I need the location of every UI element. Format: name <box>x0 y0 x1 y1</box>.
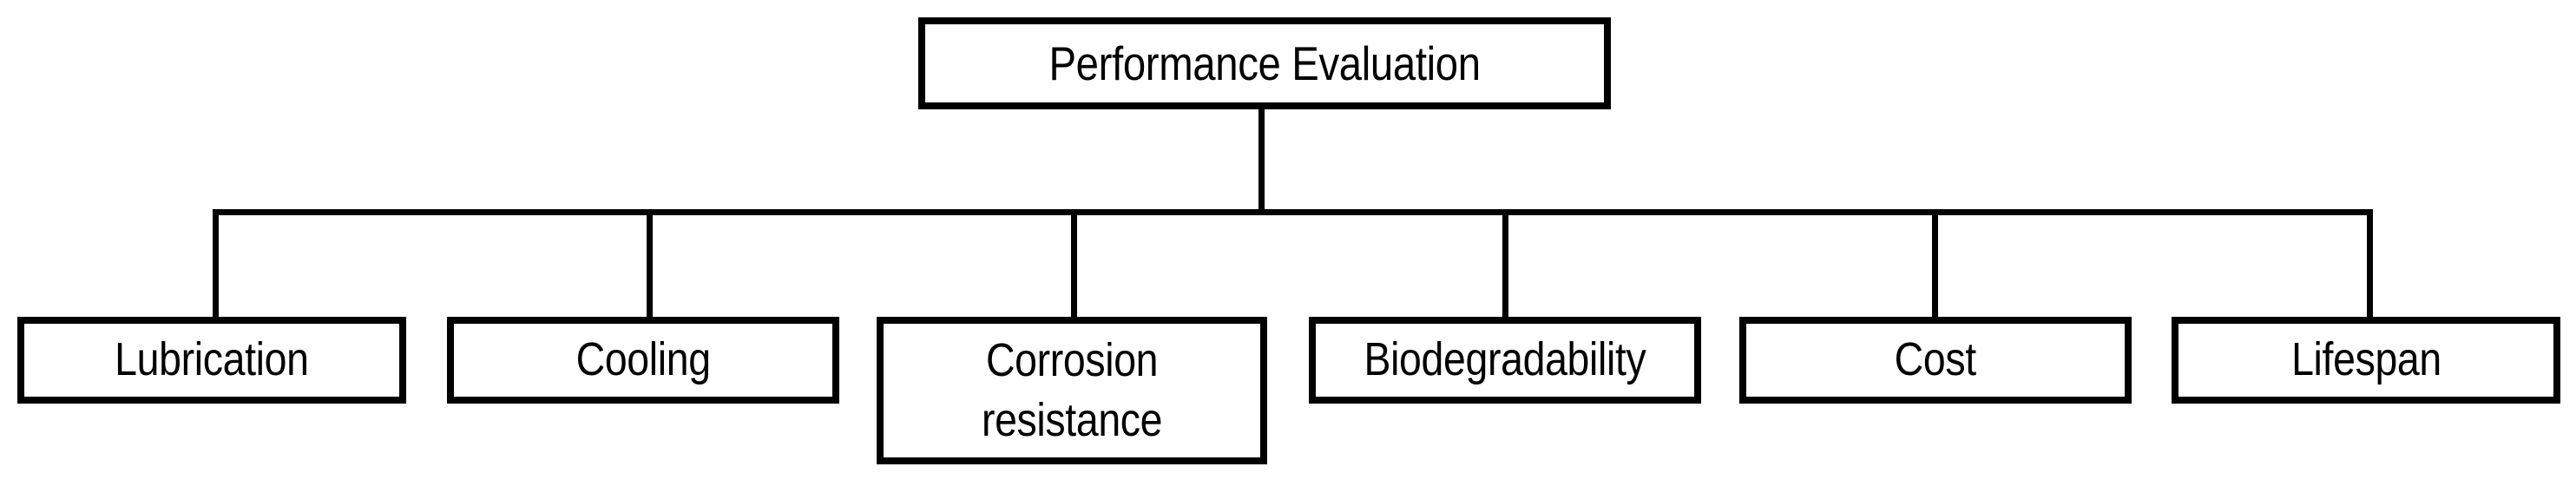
node-lubrication[interactable]: Lubrication <box>17 317 406 404</box>
connector-drop-cost <box>1932 209 1938 320</box>
node-label-cost: Cost <box>1894 333 1977 386</box>
node-performance-evaluation[interactable]: Performance Evaluation <box>918 17 1611 109</box>
node-label-cooling: Cooling <box>575 333 711 386</box>
node-corrosion-resistance[interactable]: Corrosion resistance <box>877 317 1267 464</box>
node-label-lifespan: Lifespan <box>2290 333 2441 386</box>
node-cooling[interactable]: Cooling <box>447 317 839 404</box>
connector-drop-biodegradability <box>1502 209 1508 320</box>
node-biodegradability[interactable]: Biodegradability <box>1309 317 1701 404</box>
node-label-corrosion-resistance: Corrosion resistance <box>981 333 1163 446</box>
connector-horizontal-bus <box>213 209 2373 215</box>
node-label-lubrication: Lubrication <box>115 333 309 386</box>
connector-drop-cooling <box>647 209 653 320</box>
node-lifespan[interactable]: Lifespan <box>2172 317 2560 404</box>
connector-drop-lifespan <box>2367 209 2373 320</box>
node-label-performance-evaluation: Performance Evaluation <box>1048 36 1481 90</box>
node-label-biodegradability: Biodegradability <box>1364 333 1646 386</box>
connector-drop-lubrication <box>213 209 219 320</box>
connector-drop-corrosion <box>1071 209 1077 320</box>
connector-root-stem <box>1258 106 1265 215</box>
node-cost[interactable]: Cost <box>1739 317 2132 404</box>
